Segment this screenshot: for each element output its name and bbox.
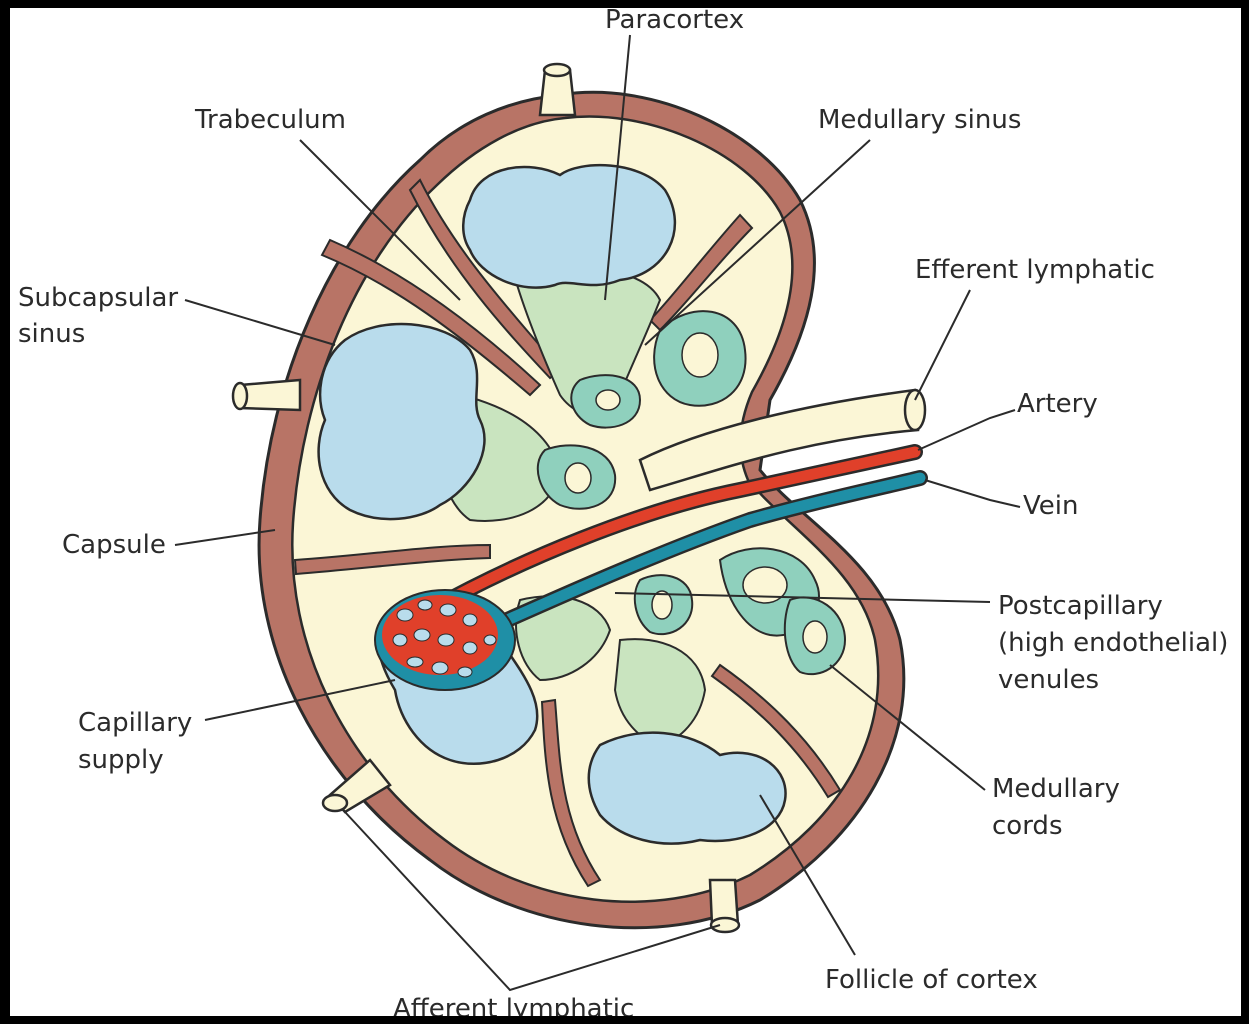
label-efferent-lymphatic: Efferent lymphatic	[915, 255, 1155, 285]
label-paracortex: Paracortex	[605, 5, 744, 35]
capillary-hole	[438, 634, 454, 646]
frame-left-bar	[0, 0, 10, 1024]
label-subcapsular-sinus-line1: Subcapsular	[18, 283, 178, 313]
follicle-left	[319, 324, 485, 519]
label-medullary-cords-line1: Medullary	[992, 774, 1120, 804]
cord-hole-1	[682, 333, 718, 377]
label-medullary-sinus: Medullary sinus	[818, 105, 1021, 135]
capillary-hole	[458, 667, 472, 677]
capillary-hole	[407, 657, 423, 667]
capillary-hole	[440, 604, 456, 616]
label-vein: Vein	[1023, 491, 1078, 521]
label-medullary-cords-line2: cords	[992, 811, 1062, 841]
capillary-hole	[414, 629, 430, 641]
label-trabeculum: Trabeculum	[194, 105, 346, 135]
capillary-hole	[463, 642, 477, 654]
capillary-hole	[432, 662, 448, 674]
label-capillary-supply-line2: supply	[78, 745, 164, 775]
cord-hole-3	[565, 463, 591, 493]
label-subcapsular-sinus-line2: sinus	[18, 319, 85, 349]
cord-hole-2	[596, 390, 620, 410]
label-follicle-of-cortex: Follicle of cortex	[825, 965, 1038, 995]
frame-bottom-bar	[0, 1016, 1249, 1024]
capillary-hole	[397, 609, 413, 621]
frame-top-bar	[0, 0, 1249, 8]
label-postcapillary-line1: Postcapillary	[998, 591, 1163, 621]
follicle-top	[463, 165, 675, 287]
cord-hole-5	[803, 621, 827, 653]
capillary-hole	[484, 635, 496, 645]
label-artery: Artery	[1017, 389, 1098, 419]
afferent-vessel-left-end	[233, 383, 247, 409]
afferent-vessel-bottom-left-end	[323, 795, 347, 811]
frame-right-bar	[1241, 0, 1249, 1024]
afferent-vessel-top-end	[544, 64, 570, 76]
capillary-hole	[463, 614, 477, 626]
label-capsule: Capsule	[62, 530, 166, 560]
capillary-hole	[393, 634, 407, 646]
capillary-hole	[418, 600, 432, 610]
label-capillary-supply-line1: Capillary	[78, 708, 192, 738]
afferent-vessel-bottom-end	[711, 918, 739, 932]
label-postcapillary-line2: (high endothelial)	[998, 628, 1228, 658]
afferent-vessel-left	[240, 380, 300, 410]
label-postcapillary-line3: venules	[998, 665, 1099, 695]
capillary-bed	[375, 590, 515, 690]
efferent-vessel-end	[905, 390, 925, 430]
